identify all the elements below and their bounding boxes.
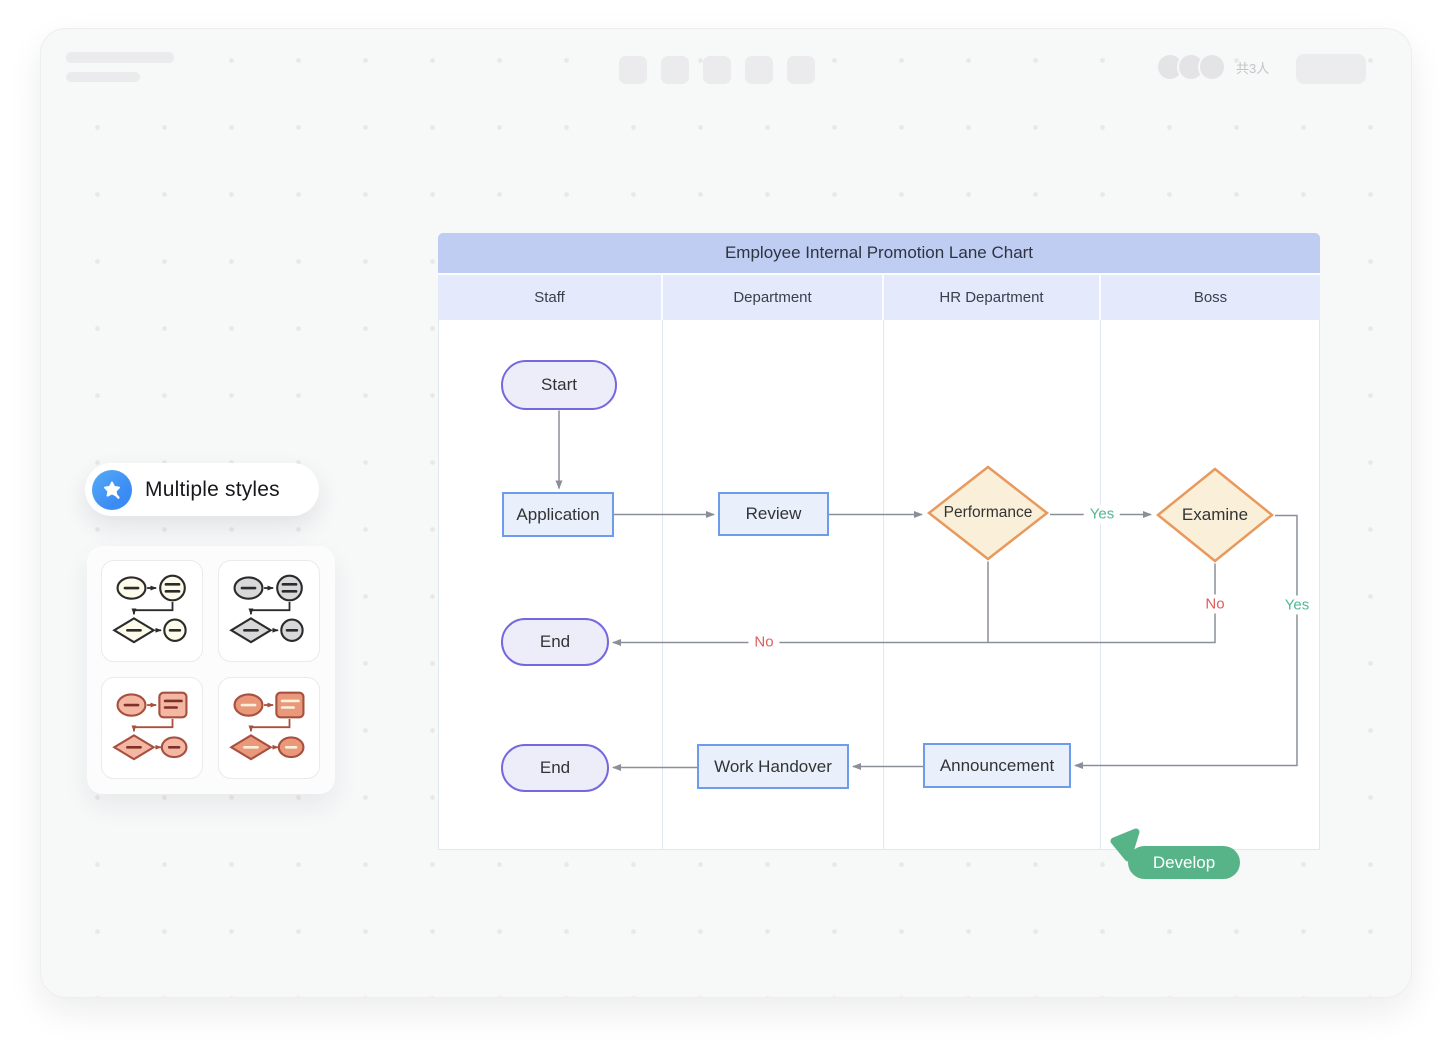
node-performance-label: Performance [943,504,1033,521]
toolbar-button-placeholder[interactable] [787,56,815,84]
lane-header-boss[interactable]: Boss [1101,275,1320,320]
node-performance[interactable]: Performance [926,465,1050,561]
lane-header-row: Staff Department HR Department Boss [438,273,1320,320]
cursor-arrow-icon [1110,828,1140,862]
mini-flowchart-preview [229,691,305,761]
mini-flowchart-preview [112,691,188,761]
node-application[interactable]: Application [502,492,614,537]
style-card-gray[interactable] [218,560,320,662]
edge-label-performance-no: No [748,632,780,652]
presence-group: 共3人 [1156,53,1269,81]
collaborator-name-tag: Develop [1128,846,1240,879]
node-examine-label: Examine [1181,505,1249,524]
edge-label-examine-yes: Yes [1278,595,1316,615]
lane-header-staff[interactable]: Staff [438,275,661,320]
toolbar-button-placeholder[interactable] [619,56,647,84]
lane-header-department[interactable]: Department [663,275,882,320]
lane-header-hr-department[interactable]: HR Department [884,275,1099,320]
collaborator-avatar [1198,53,1226,81]
collaborator-cursor: Develop [1106,827,1240,879]
edge-label-examine-no: No [1199,594,1231,614]
lane-divider [662,320,663,849]
share-button-placeholder[interactable] [1296,54,1366,84]
node-work-handover[interactable]: Work Handover [697,744,849,789]
lane-divider [1100,320,1101,849]
node-examine[interactable]: Examine [1155,467,1275,563]
toolbar-button-placeholder[interactable] [661,56,689,84]
app-window: 共3人 Multiple styles [40,28,1412,998]
flow-edges [555,410,1298,771]
toolbar-button-placeholder[interactable] [703,56,731,84]
node-review[interactable]: Review [718,492,829,536]
mini-flowchart-preview [229,574,304,644]
node-end-1[interactable]: End [501,618,609,666]
toolbar [619,56,815,84]
magic-star-icon [92,469,132,510]
people-count: 共3人 [1236,60,1270,76]
lane-chart: Employee Internal Promotion Lane Chart S… [438,233,1320,850]
logo-skeleton [66,52,174,63]
toolbar-button-placeholder[interactable] [745,56,773,84]
multiple-styles-badge[interactable]: Multiple styles [85,463,319,516]
subtitle-skeleton [66,72,140,82]
lane-divider [883,320,884,849]
node-start[interactable]: Start [501,360,617,410]
style-card-salmon-solid[interactable] [218,677,320,779]
multiple-styles-label: Multiple styles [145,477,280,501]
node-announcement[interactable]: Announcement [923,743,1071,788]
mini-flowchart-preview [112,574,187,644]
lane-chart-title[interactable]: Employee Internal Promotion Lane Chart [438,233,1320,273]
style-card-ivory[interactable] [101,560,203,662]
edge-label-performance-yes: Yes [1083,504,1121,524]
lane-chart-body: Start Application Review Performance Exa… [438,320,1320,850]
style-card-salmon-outline[interactable] [101,677,203,779]
node-end-2[interactable]: End [501,744,609,792]
style-preview-panel [87,546,335,794]
